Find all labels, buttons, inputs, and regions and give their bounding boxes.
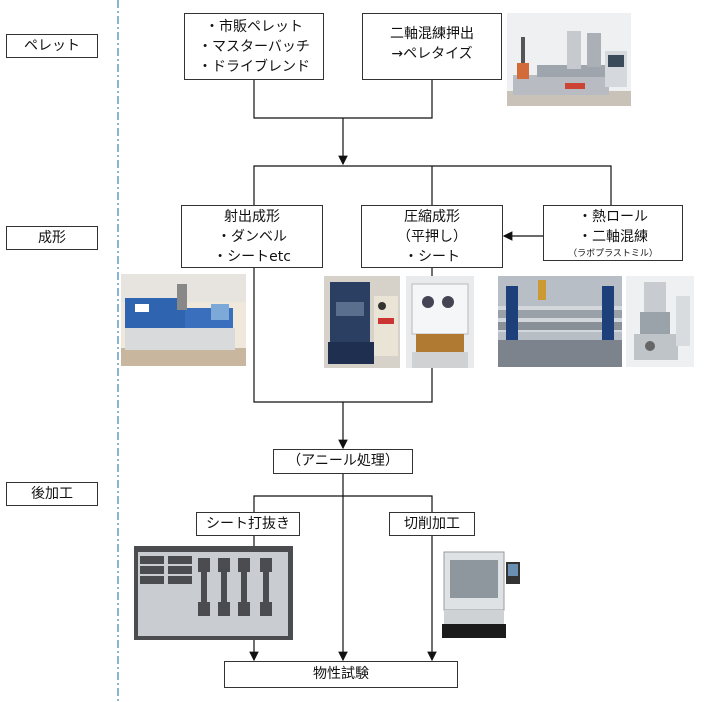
compression-molding-box: 圧縮成形 （平押し） ・シート xyxy=(361,205,503,268)
anneal-box: （アニール処理） xyxy=(273,449,413,474)
compression-line-3: ・シート xyxy=(404,249,460,265)
pellet-line-1: ・市販ペレット xyxy=(205,19,303,35)
pellet-line-3: ・ドライブレンド xyxy=(198,59,310,75)
roll-line-1: ・熱ロール xyxy=(578,209,648,225)
roll-mill-photo xyxy=(498,276,622,367)
twin-screw-extrusion-box: 二軸混練押出 →ペレタイズ xyxy=(362,13,502,80)
cnc-machine-photo xyxy=(438,546,524,640)
injection-line-3: ・シートetc xyxy=(213,249,291,265)
stage-label-molding: 成形 xyxy=(6,226,98,250)
pellet-sources-box: ・市販ペレット ・マスターバッチ ・ドライブレンド xyxy=(184,13,324,80)
injection-machine-photo xyxy=(121,274,246,366)
twin-line-2: →ペレタイズ xyxy=(391,46,473,62)
compression-press-photo xyxy=(406,276,474,368)
stage-label-post: 後加工 xyxy=(6,482,98,506)
pellet-line-2: ・マスターバッチ xyxy=(198,39,310,55)
injection-line-2: ・ダンベル xyxy=(217,229,287,245)
roll-mill-box: ・熱ロール ・二軸混練 （ラボプラストミル） xyxy=(543,205,683,261)
pellet-merge-line xyxy=(253,80,433,119)
cutting-box: 切削加工 xyxy=(389,512,475,536)
stage-label-pellet: ペレット xyxy=(6,34,98,58)
injection-line-1: 射出成形 xyxy=(224,209,280,225)
extruder-photo xyxy=(507,13,631,106)
roll-line-2: ・二軸混練 xyxy=(578,229,648,245)
dumbbell-specimens xyxy=(134,546,293,640)
compression-line-2: （平押し） xyxy=(397,229,467,245)
lab-mixer-photo xyxy=(626,276,694,367)
twin-line-1: 二軸混練押出 xyxy=(390,26,474,42)
injection-molding-box: 射出成形 ・ダンベル ・シートetc xyxy=(181,205,323,268)
punched-sheet-photo xyxy=(134,546,293,640)
sheet-punching-box: シート打抜き xyxy=(196,512,300,536)
roll-line-3: （ラボプラストミル） xyxy=(568,249,658,259)
hydraulic-press-photo xyxy=(324,276,400,368)
property-test-box: 物性試験 xyxy=(224,661,458,688)
compression-line-1: 圧縮成形 xyxy=(404,209,460,225)
